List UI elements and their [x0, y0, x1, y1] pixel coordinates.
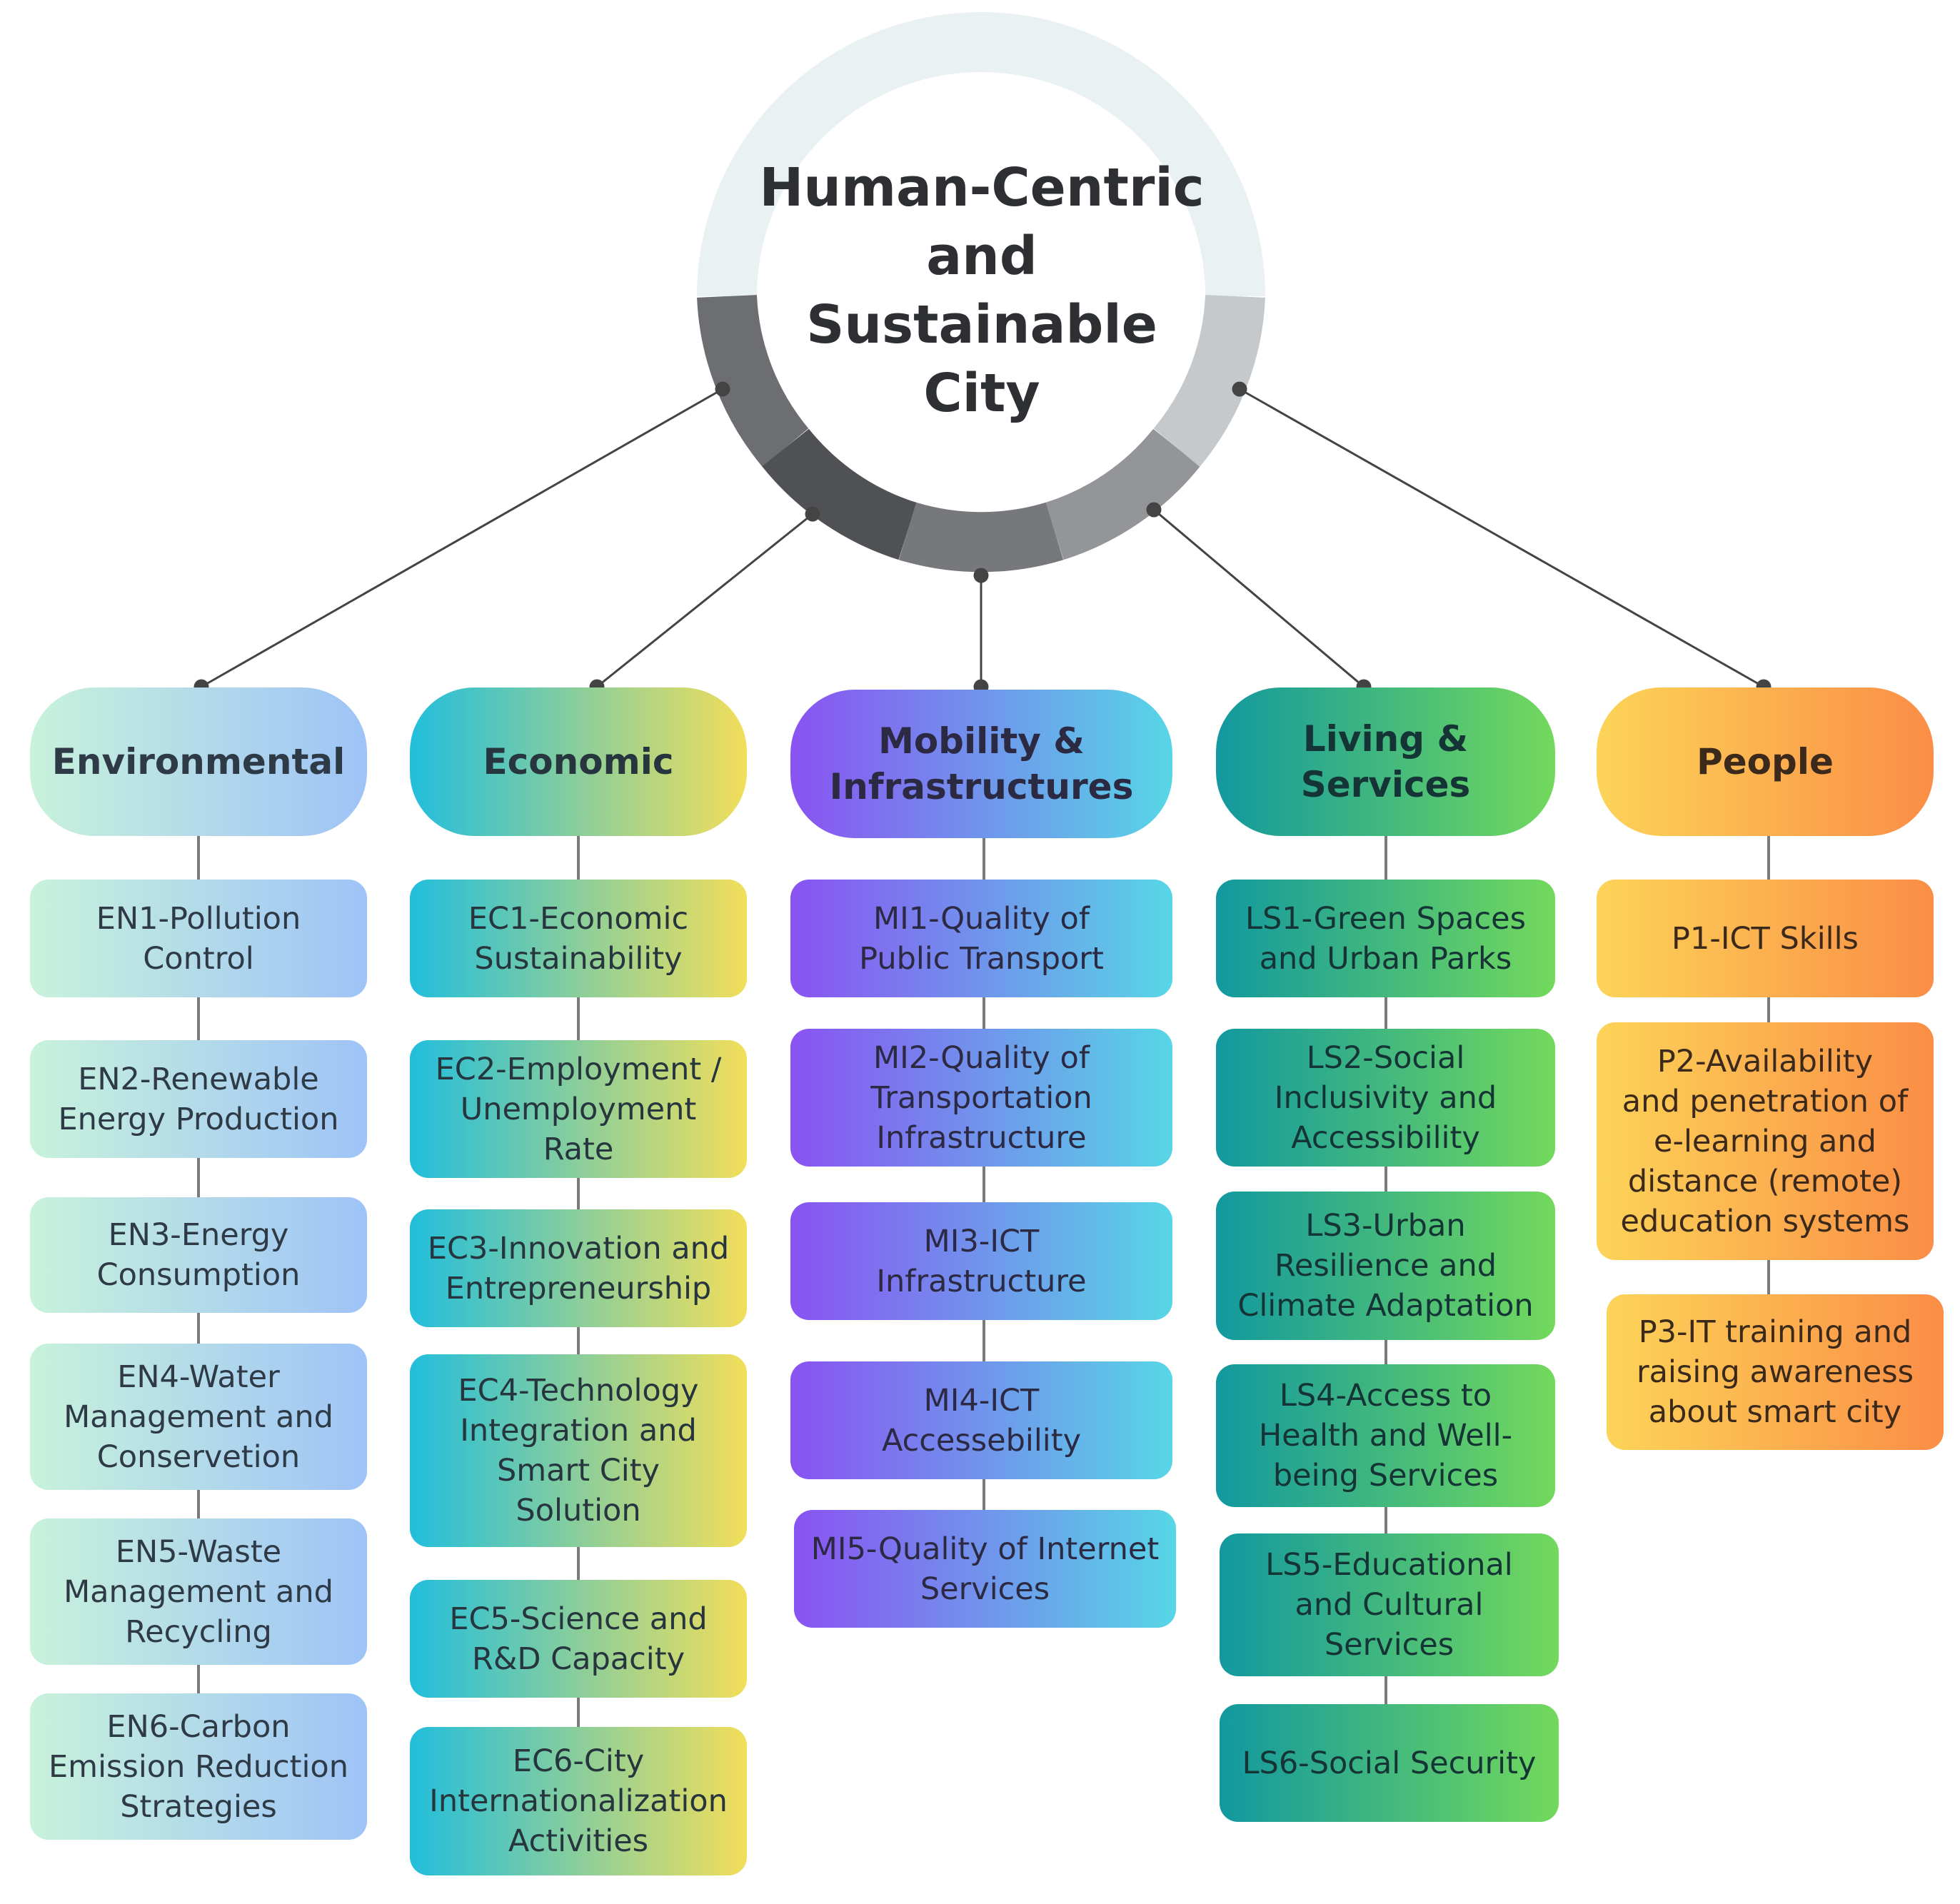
- indicator-en4: EN4-Water Management and Conservetion: [30, 1344, 367, 1490]
- indicator-mi1: MI1-Quality of Public Transport: [790, 880, 1172, 997]
- indicator-en3: EN3-Energy Consumption: [30, 1197, 367, 1313]
- indicator-ls3: LS3-Urban Resilience and Climate Adaptat…: [1216, 1192, 1555, 1340]
- ring-segment-4: [1045, 428, 1200, 560]
- indicator-ec2: EC2-Employment / Unemployment Rate: [410, 1040, 747, 1178]
- indicator-mi4: MI4-ICT Accessebility: [790, 1361, 1172, 1479]
- indicator-ls1: LS1-Green Spaces and Urban Parks: [1216, 880, 1555, 997]
- connector-living: [1146, 502, 1372, 695]
- indicator-ec3: EC3-Innovation and Entrepreneurship: [410, 1209, 747, 1327]
- indicator-mi5: MI5-Quality of Internet Services: [794, 1510, 1176, 1628]
- indicator-en6: EN6-Carbon Emission Reduction Strategies: [30, 1693, 367, 1840]
- indicator-p3: P3-IT training and raising awareness abo…: [1607, 1294, 1944, 1450]
- hub-connectors: [194, 381, 1771, 695]
- ring-segment-2: [762, 428, 918, 560]
- indicator-ec4: EC4-Technology Integration and Smart Cit…: [410, 1354, 747, 1547]
- connector-people: [1232, 381, 1771, 695]
- hub-ring: [697, 12, 1265, 573]
- indicator-mi2: MI2-Quality of Transportation Infrastruc…: [790, 1029, 1172, 1167]
- indicator-mi3: MI3-ICT Infrastructure: [790, 1202, 1172, 1320]
- hub-title: Human-Centric and Sustainable City: [759, 157, 1205, 424]
- indicator-ls2: LS2-Social Inclusivity and Accessibility: [1216, 1029, 1555, 1167]
- category-header-mobility: Mobility & Infrastructures: [790, 690, 1172, 838]
- indicator-ec5: EC5-Science and R&D Capacity: [410, 1580, 747, 1698]
- indicator-p1: P1-ICT Skills: [1597, 880, 1934, 997]
- indicator-ec6: EC6-City Internationalization Activities: [410, 1727, 747, 1875]
- category-header-living: Living & Services: [1216, 687, 1555, 836]
- connector-economic: [589, 506, 820, 695]
- indicator-en2: EN2-Renewable Energy Production: [30, 1040, 367, 1158]
- ring-light-arc: [697, 12, 1265, 297]
- category-header-environmental: Environmental: [30, 687, 367, 836]
- ring-segment-1: [697, 294, 809, 467]
- indicator-en1: EN1-Pollution Control: [30, 880, 367, 997]
- indicator-ec1: EC1-Economic Sustainability: [410, 880, 747, 997]
- category-header-economic: Economic: [410, 687, 747, 836]
- category-header-people: People: [1597, 687, 1934, 836]
- indicator-ls5: LS5-Educational and Cultural Services: [1220, 1533, 1559, 1676]
- ring-segment-5: [1153, 294, 1265, 467]
- connector-environmental: [194, 381, 730, 695]
- indicator-en5: EN5-Waste Management and Recycling: [30, 1518, 367, 1665]
- indicator-ls4: LS4-Access to Health and Well- being Ser…: [1216, 1364, 1555, 1507]
- ring-segment-3: [898, 502, 1064, 573]
- indicator-p2: P2-Availability and penetration of e-lea…: [1597, 1022, 1934, 1260]
- indicator-ls6: LS6-Social Security: [1220, 1704, 1559, 1822]
